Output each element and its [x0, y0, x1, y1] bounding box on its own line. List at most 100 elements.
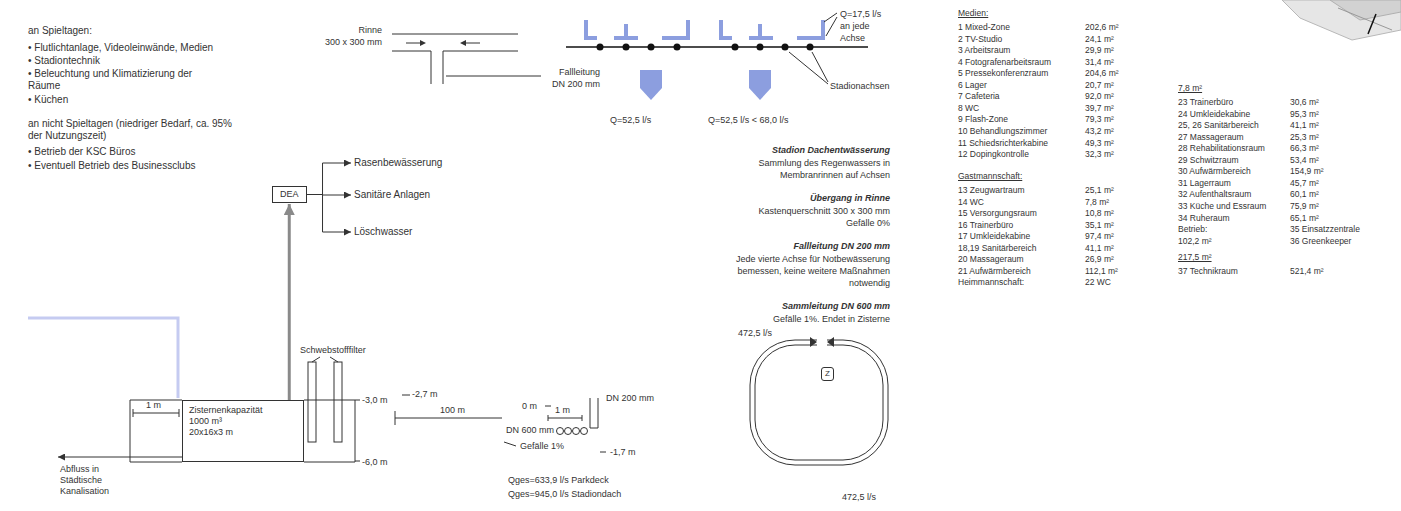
filter-symbol: [334, 362, 342, 442]
table-cell: 23 Trainerbüro: [1178, 97, 1233, 108]
node-text: Löschwasser: [354, 226, 412, 238]
table-heading: 217,5 m²: [1178, 252, 1212, 263]
level-tick: [355, 400, 360, 401]
flow-arrow: [288, 204, 291, 400]
table-cell: 34 Ruheraum: [1178, 213, 1230, 224]
table-cell: 65,1 m²: [1290, 213, 1319, 224]
membrane-gutter: [749, 36, 773, 40]
pipe-section-circle: [565, 428, 572, 435]
leader-line: [330, 357, 338, 362]
table-cell: 102,2 m²: [1178, 236, 1212, 247]
node-text: Sanitäre Anlagen: [354, 189, 430, 201]
dea-box: DEA: [272, 186, 307, 203]
table-cell: 12 Dopingkontrolle: [958, 149, 1029, 160]
table-cell: 7 Cafeteria: [958, 91, 1000, 102]
table-cell: 66,3 m²: [1290, 143, 1319, 154]
level-tick: [545, 406, 551, 407]
collector-pipe: [750, 340, 888, 465]
flow-arrow: [307, 163, 351, 195]
downpipe-wall: [598, 398, 599, 428]
flow-arrowhead: [827, 337, 834, 347]
table-cell: 204,6 m²: [1085, 68, 1119, 79]
outflow-label: Abfluss in Städtische Kanalisation: [58, 451, 116, 499]
membrane-gutters: [586, 20, 823, 38]
leader-line: [312, 357, 320, 362]
level-tick: [355, 461, 360, 462]
dimension-label: 100 m: [440, 404, 465, 416]
table-cell: 97,4 m²: [1085, 231, 1114, 242]
membrane-gutter: [614, 36, 638, 40]
table-cell: 49,3 m²: [1085, 138, 1114, 149]
dimension-label: Rinne: [302, 24, 382, 36]
axis-line: [566, 46, 868, 48]
table-cell: 79,3 m²: [1085, 114, 1114, 125]
table-cell: 112,1 m²: [1085, 266, 1118, 277]
pipe-label: DN 200 mm: [606, 392, 654, 404]
table-cell: 35 Einsatzzentrale: [1290, 224, 1360, 235]
table-cell: 7,8 m²: [1085, 197, 1109, 208]
slope-label: Gefälle 1%: [520, 440, 564, 452]
cistern-wall: [130, 400, 182, 462]
cistern-section: [130, 357, 502, 462]
loop-gap: [817, 336, 827, 348]
downpipe-symbol: [640, 70, 662, 100]
flow-arrowhead: [810, 337, 817, 347]
table-cell: 154,9 m²: [1290, 166, 1324, 177]
section-text: Sammlung des Regenwassers in Membranrinn…: [740, 157, 890, 181]
table-cell: 53,4 m²: [1290, 155, 1319, 166]
flow-arrow-line: [466, 43, 480, 44]
slope-line: [504, 442, 516, 446]
flow-label: Qges=633,9 l/s Parkdeck: [508, 474, 609, 486]
table-cell: 25, 26 Sanitärbereich: [1178, 120, 1259, 131]
level-label: -1,7 m: [610, 446, 636, 458]
axis-dot: [623, 44, 630, 51]
bullet-item: • Küchen: [28, 94, 68, 106]
section-heading: Stadion Dachentwässerung: [690, 144, 890, 156]
gutter-section: [392, 34, 541, 84]
flow-label: Q=17,5 l/s an jede Achse: [840, 8, 890, 44]
table-cell: 35,1 m²: [1085, 220, 1114, 231]
table-cell: 202,6 m²: [1085, 22, 1119, 33]
flow-arrowhead: [420, 40, 426, 46]
pipe-section: [504, 398, 606, 452]
dimension-label: 1 m: [146, 399, 161, 411]
table-cell: 30 Aufwärmbereich: [1178, 166, 1251, 177]
filter-symbol: [308, 362, 316, 442]
downpipe-symbol: [749, 70, 771, 100]
render-line: [1338, 8, 1392, 30]
table-cell: 20 Massageraum: [958, 254, 1024, 265]
leader-line: [826, 17, 837, 36]
part-label: Schwebstofffilter: [300, 344, 366, 356]
pipe-section-circle: [573, 428, 580, 435]
leader-line: [789, 52, 828, 84]
axis-label: Stadionachsen: [830, 80, 890, 92]
section-heading: Übergang in Rinne: [690, 192, 890, 204]
bullet-item: • Eventuell Betrieb des Businessclubs: [28, 160, 195, 172]
table-cell: 30,6 m²: [1290, 97, 1319, 108]
pipe-label: Fallleitung DN 200 mm: [545, 66, 600, 90]
flow-label: Q=52,5 l/s < 68,0 l/s: [708, 114, 789, 126]
node-text: 1000 m³ 20x16x3 m: [189, 416, 239, 438]
section-text: Jede vierte Achse für Notbewässerung bem…: [735, 253, 890, 289]
render-shape: [1282, 0, 1401, 40]
table-cell: 24 Umkleidekabine: [1178, 109, 1250, 120]
table-cell: 92,0 m²: [1085, 91, 1114, 102]
table-cell: 2 TV-Studio: [958, 34, 1002, 45]
table-cell: 43,2 m²: [1085, 126, 1114, 137]
table-cell: 26,9 m²: [1085, 254, 1114, 265]
axis-dot: [757, 44, 764, 51]
table-cell: 29,9 m²: [1085, 45, 1114, 56]
gutter-wall: [392, 34, 518, 35]
table-cell: 45,7 m²: [1290, 178, 1319, 189]
flow-arrow: [307, 195, 351, 233]
axis-dot: [597, 44, 604, 51]
table-cell: 9 Flash-Zone: [958, 114, 1008, 125]
consumer-label: Rasenbewässerung: [352, 156, 444, 170]
dimension-label: 300 x 300 mm: [302, 36, 382, 48]
level-tick: [402, 395, 410, 396]
flow-label: 472,5 l/s: [738, 327, 772, 339]
table-cell: 75,9 m²: [1290, 201, 1319, 212]
membrane-gutter: [797, 20, 823, 38]
table-cell: 10,8 m²: [1085, 208, 1114, 219]
